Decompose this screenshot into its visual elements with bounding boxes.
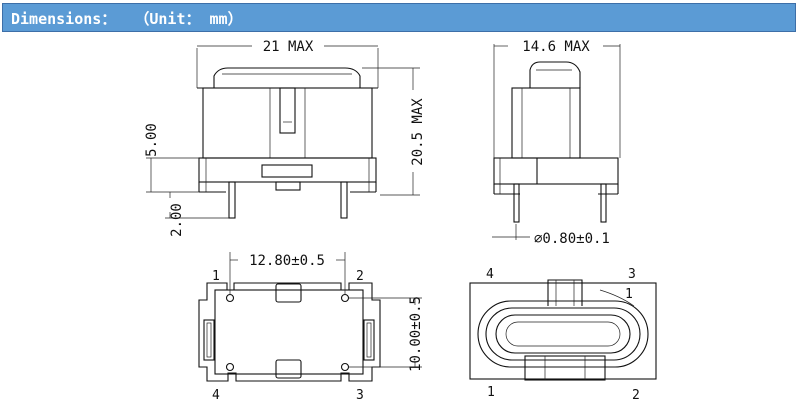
dimension-drawing: 21 MAX 20.5 MAX 5.00 2.00 [144, 39, 657, 403]
bottom-pad-bottom [275, 359, 302, 379]
top-pin-4-label: 4 [486, 267, 494, 282]
top-coil-outer [477, 300, 649, 368]
bottom-pin-hole-2 [340, 293, 350, 303]
top-view: 1 4 3 1 2 [469, 267, 657, 403]
side-view: 14.6 MAX ∅0.80±0.1 [492, 39, 621, 247]
bottom-pin-hole-1 [225, 293, 235, 303]
front-view: 21 MAX 20.5 MAX 5.00 2.00 [144, 39, 426, 237]
bottom-pin-1-label: 1 [212, 269, 220, 284]
top-pin-3-label: 3 [628, 267, 636, 282]
front-pin-label: 2.00 [169, 203, 185, 237]
top-housing [469, 282, 657, 380]
front-center-slot [279, 87, 296, 134]
bottom-pad-top [275, 283, 302, 303]
header-title: Dimensions： （Unit： mm） [11, 10, 243, 28]
header-bar: Dimensions： （Unit： mm） [2, 3, 796, 32]
bottom-pin-2-label: 2 [356, 269, 364, 284]
front-top-cap [213, 67, 361, 88]
front-body-label: 5.00 [144, 123, 160, 157]
side-pin-diameter-label: ∅0.80±0.1 [534, 231, 610, 247]
front-height-label: 20.5 MAX [410, 98, 426, 166]
front-pin-left [228, 181, 236, 219]
top-pin-1-label: 1 [487, 385, 495, 400]
side-base [493, 157, 619, 185]
front-body [202, 87, 373, 159]
bottom-pin-4-label: 4 [212, 388, 220, 403]
front-pin-right [340, 181, 348, 219]
bottom-pin-hole-3 [340, 362, 350, 372]
top-pin-2-label: 2 [632, 388, 640, 403]
top-center-tower [547, 279, 583, 306]
bottom-pitch-x-label: 12.80±0.5 [249, 253, 325, 269]
side-pin-right [600, 183, 607, 223]
side-width-label: 14.6 MAX [522, 39, 590, 55]
bottom-outline [198, 282, 381, 382]
bottom-pin-hole-4 [225, 362, 235, 372]
bottom-view: 12.80±0.5 10.00±0.5 1 2 4 3 [198, 252, 424, 403]
bottom-slot-right [363, 319, 375, 361]
front-base [198, 157, 377, 183]
top-marker-label: 1 [625, 287, 633, 302]
side-pin-left [513, 183, 520, 223]
bottom-slot-left [203, 319, 215, 361]
front-width-label: 21 MAX [263, 39, 314, 55]
top-coil-inner [495, 314, 631, 354]
top-coil-mid [485, 307, 641, 361]
bottom-pitch-y-label: 10.00±0.5 [408, 296, 424, 372]
bottom-pin-3-label: 3 [356, 388, 364, 403]
side-top-cap [529, 61, 581, 88]
